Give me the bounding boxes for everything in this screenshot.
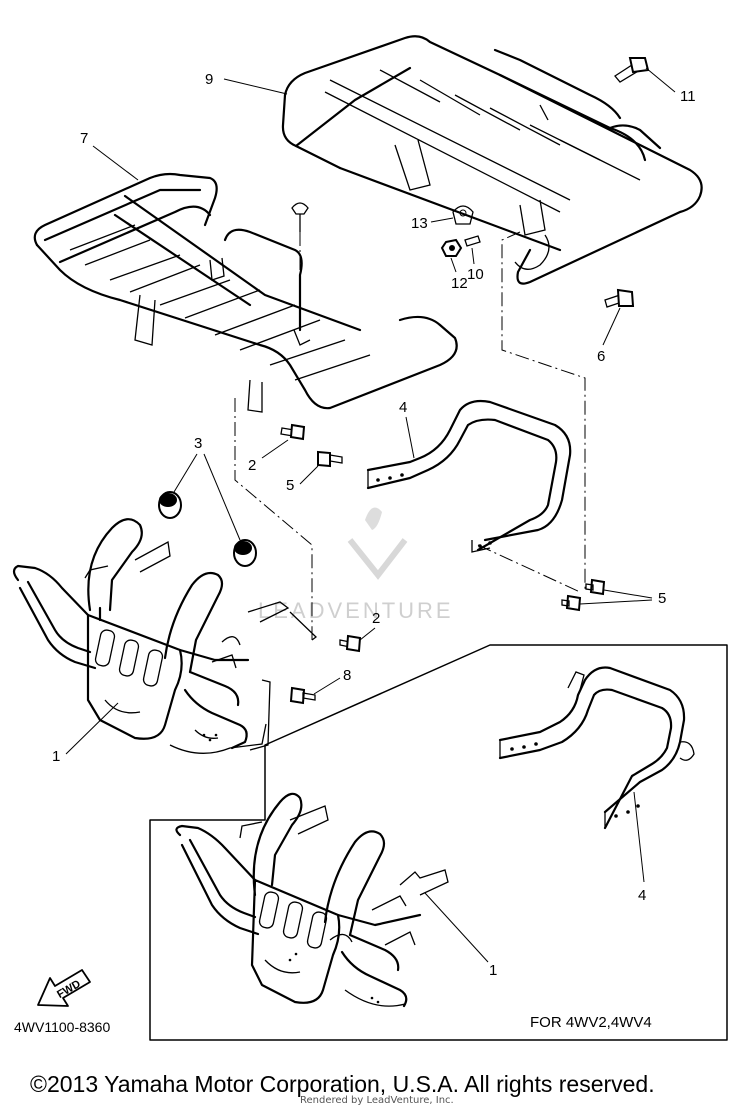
bolt-2-upper: [280, 423, 306, 441]
leader-10: [471, 247, 475, 265]
bolt-8: [289, 686, 316, 705]
callout-1-inset: 1: [489, 962, 497, 979]
leader-4-upper: [405, 416, 415, 459]
callout-5-left: 5: [286, 477, 294, 494]
callout-7: 7: [80, 130, 88, 147]
leader-2-lower: [359, 627, 376, 641]
callout-3: 3: [194, 435, 202, 452]
bolt-11: [614, 57, 650, 83]
leader-3b: [203, 453, 241, 541]
callout-2-upper: 2: [248, 457, 256, 474]
grommet-3a: [158, 491, 182, 519]
copyright-text: ©2013 Yamaha Motor Corporation, U.S.A. A…: [30, 1071, 655, 1097]
grommet-3b: [233, 539, 257, 567]
bolt-2-lower: [339, 634, 362, 653]
leader-9: [223, 78, 288, 95]
bolts-5-right: [561, 578, 606, 612]
callout-1-main: 1: [52, 748, 60, 765]
screw-top-rack: [291, 202, 309, 232]
grab-bar-4: [366, 399, 572, 553]
leader-8: [313, 677, 341, 695]
leader-5-right-a: [603, 589, 653, 599]
leader-3a: [173, 453, 198, 493]
leader-12: [450, 257, 457, 273]
callout-12: 12: [451, 275, 468, 292]
callout-11: 11: [680, 88, 696, 105]
leader-4-inset: [633, 791, 645, 883]
bolt-5-left: [317, 450, 343, 468]
callout-5-right: 5: [658, 590, 666, 607]
inset-frame: [149, 644, 728, 1041]
inset-front-guard-1: [175, 792, 449, 1008]
inset-grab-bar-4: [498, 666, 695, 830]
callout-9: 9: [205, 71, 213, 88]
leader-1-main: [65, 702, 119, 755]
rear-carrier-9: [281, 35, 703, 285]
guide-line-front: [234, 398, 313, 640]
fwd-label: FWD: [55, 978, 83, 1001]
callout-4-inset: 4: [638, 887, 646, 904]
callout-2-lower: 2: [372, 610, 380, 627]
bolt-6: [604, 288, 635, 308]
leader-2-upper: [261, 439, 289, 459]
leader-11: [645, 67, 676, 93]
rendered-by-text: Rendered by LeadVenture, Inc.: [300, 1095, 454, 1105]
callout-8: 8: [343, 667, 351, 684]
inset-caption: FOR 4WV2,4WV4: [530, 1014, 652, 1031]
watermark-text: LEADVENTURE: [258, 598, 454, 623]
leader-5-left: [299, 465, 319, 485]
diagram-code: 4WV1100-8360: [14, 1019, 110, 1035]
leadventure-watermark: LEADVENTURE: [258, 507, 454, 623]
leader-6: [602, 307, 621, 346]
nut-12: [440, 238, 463, 257]
callout-6: 6: [597, 348, 605, 365]
leader-13: [430, 217, 454, 223]
callout-13: 13: [411, 215, 428, 232]
leader-7: [92, 145, 139, 181]
front-carrier-7: [33, 172, 458, 413]
front-guard-1: [12, 518, 318, 754]
guide-line-4: [477, 544, 581, 593]
callout-4-upper: 4: [399, 399, 407, 416]
pin-10: [464, 235, 481, 247]
fwd-arrow-icon: FWD: [37, 969, 91, 1007]
leader-5-right-b: [579, 599, 653, 605]
leader-1-inset: [424, 892, 489, 963]
clip-13: [452, 205, 474, 225]
callout-10: 10: [467, 266, 484, 283]
guide-line-rear: [501, 231, 586, 590]
